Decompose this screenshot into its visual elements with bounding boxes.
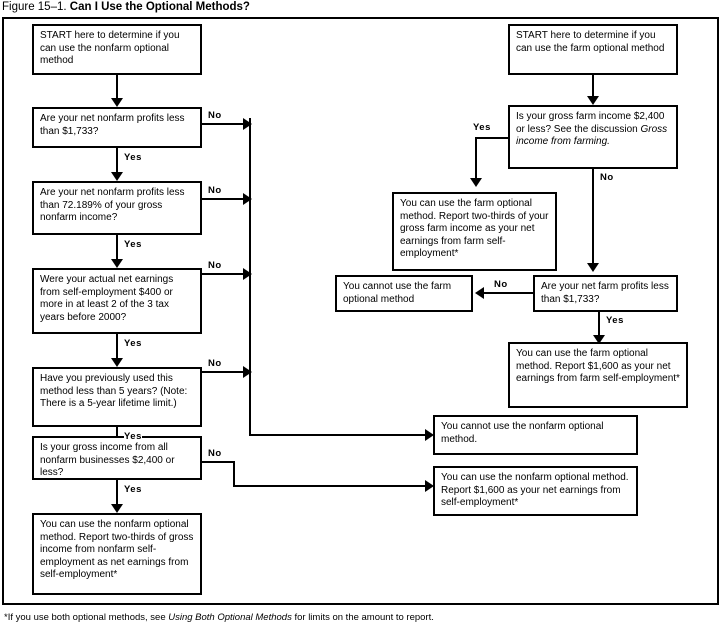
node-nonfarm-q3: Were your actual net earnings from self-…	[32, 268, 202, 334]
connector-nonfarm-q5-no-v	[233, 461, 235, 487]
connector-farm-start-to-q1	[592, 75, 594, 102]
page-title: Figure 15–1. Can I Use the Optional Meth…	[2, 0, 717, 15]
connector-nonfarm-start-to-q1	[116, 75, 118, 102]
footnote-suffix: for limits on the amount to report.	[291, 612, 434, 623]
edge-label-nonfarm-q2-yes: Yes	[124, 239, 142, 250]
edge-label-nonfarm-q5-yes: Yes	[124, 484, 142, 495]
edge-label-nonfarm-q3-yes: Yes	[124, 338, 142, 349]
arrowhead-nonfarm-start-to-q1	[111, 98, 123, 107]
arrowhead-farm-q2-yes	[593, 335, 605, 344]
chart-border	[2, 17, 719, 605]
footnote-prefix: *If you use both optional methods, see	[4, 612, 169, 623]
node-nonfarm-result-yes: You can use the nonfarm optional method.…	[32, 513, 202, 595]
arrowhead-nonfarm-q1-no	[243, 118, 252, 130]
edge-label-nonfarm-q5-no: No	[208, 448, 222, 459]
arrowhead-nonfarm-q1-yes	[111, 172, 123, 181]
edge-label-nonfarm-q4-yes: Yes	[124, 431, 142, 442]
connector-nonfarm-q5-no-h1	[202, 461, 235, 463]
node-farm-q1: Is your gross farm income $2,400 or less…	[508, 105, 678, 169]
arrowhead-nonfarm-q3-yes	[111, 358, 123, 367]
arrowhead-nonfarm-1600	[425, 480, 434, 492]
node-nonfarm-q1: Are your net nonfarm profits less than $…	[32, 107, 202, 148]
connector-nonfarm-q5-yes	[116, 480, 118, 510]
connector-nonfarm-q3-no	[202, 273, 246, 275]
connector-nonfarm-q1-yes	[116, 148, 118, 178]
arrowhead-nonfarm-q2-no	[243, 193, 252, 205]
arrowhead-nonfarm-q5-yes	[111, 504, 123, 513]
connector-nonfarm-q5-no-h2	[233, 485, 432, 487]
node-nonfarm-q2: Are your net nonfarm profits less than 7…	[32, 181, 202, 235]
arrowhead-nonfarm-q3-no	[243, 268, 252, 280]
node-farm-result-1600: You can use the farm optional method. Re…	[508, 342, 688, 408]
node-nonfarm-q5: Is your gross income from all nonfarm bu…	[32, 436, 202, 480]
node-nonfarm-result-1600: You can use the nonfarm optional method.…	[433, 466, 638, 516]
node-farm-result-two-thirds: You can use the farm optional method. Re…	[392, 192, 557, 271]
arrowhead-farm-q2-no	[475, 287, 484, 299]
arrowhead-nonfarm-q2-yes	[111, 259, 123, 268]
footnote: *If you use both optional methods, see U…	[4, 612, 716, 624]
connector-farm-q2-yes	[598, 312, 600, 342]
edge-label-farm-q2-no: No	[494, 279, 508, 290]
node-farm-q2: Are your net farm profits less than $1,7…	[533, 275, 678, 312]
arrowhead-nonfarm-q4-no	[243, 366, 252, 378]
edge-label-nonfarm-q2-no: No	[208, 185, 222, 196]
connector-nonfarm-q4-no	[202, 371, 246, 373]
connector-farm-q1-yes-h	[475, 137, 508, 139]
edge-label-nonfarm-q4-no: No	[208, 358, 222, 369]
edge-label-nonfarm-q1-no: No	[208, 110, 222, 121]
node-nonfarm-result-cannot: You cannot use the nonfarm optional meth…	[433, 415, 638, 455]
arrowhead-farm-q1-yes	[470, 178, 482, 187]
edge-label-nonfarm-q3-no: No	[208, 260, 222, 271]
edge-label-farm-q1-yes: Yes	[473, 122, 491, 133]
node-farm-q1-italic: Gross income from farming.	[516, 123, 668, 148]
node-nonfarm-start: START here to determine if you can use t…	[32, 24, 202, 75]
connector-farm-q2-no	[484, 292, 533, 294]
connector-farm-q1-no	[592, 169, 594, 269]
figure-label: Figure 15–1.	[2, 1, 67, 13]
node-nonfarm-q4: Have you previously used this method les…	[32, 367, 202, 427]
edge-label-farm-q2-yes: Yes	[606, 315, 624, 326]
figure-name: Can I Use the Optional Methods?	[69, 1, 250, 13]
connector-nonfarm-q2-no	[202, 198, 246, 200]
connector-nonfarm-q3-yes	[116, 334, 118, 364]
arrowhead-nonfarm-cannot	[425, 429, 434, 441]
footnote-italic: Using Both Optional Methods	[168, 612, 292, 623]
arrowhead-farm-q1-no	[587, 263, 599, 272]
connector-nonfarm-q1-no	[202, 123, 246, 125]
node-farm-start: START here to determine if you can use t…	[508, 24, 678, 75]
arrowhead-farm-start-to-q1	[587, 96, 599, 105]
connector-nonfarm-q2-yes	[116, 235, 118, 265]
edge-label-farm-q1-no: No	[600, 172, 614, 183]
connector-nonfarm-no-bus-to-cannot	[249, 434, 432, 436]
node-farm-q1-text: Is your gross farm income $2,400 or less…	[516, 111, 665, 135]
connector-farm-q1-yes-v	[475, 137, 477, 180]
node-farm-result-cannot: You cannot use the farm optional method	[335, 275, 473, 312]
edge-label-nonfarm-q1-yes: Yes	[124, 152, 142, 163]
